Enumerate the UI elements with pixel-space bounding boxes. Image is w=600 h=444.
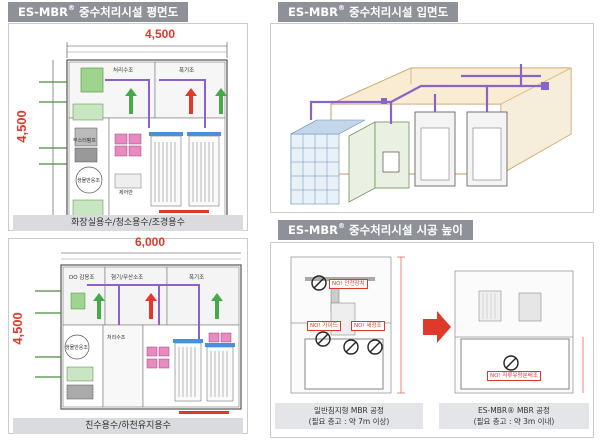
- elevation-3d-drawing: [290, 64, 572, 205]
- panel4-left-caption: 일반침지형 MBR 공정 (필요 층고 : 약 7m 이상): [275, 403, 423, 429]
- room-label-treated-tank: 처리수조: [113, 66, 133, 74]
- room-label-control: 제어반: [119, 189, 133, 196]
- panel3-dim-height: 4,500: [9, 312, 25, 345]
- panel3-drawing: DO 감응조 혐기/무산소조 폭기조 처리수조 생물반응조 6,000 4,50…: [8, 235, 248, 434]
- label-no-cleaning: NO! 세정조: [351, 321, 385, 331]
- room-label-denitrify: 혐기/무산소조: [111, 273, 143, 281]
- panel4-drawing: NO! 안전장치 NO! 가이드 NO! 세정조 NO! 저류유량분배조 일반침…: [270, 242, 594, 438]
- floor-plan-1: 처리수조 폭기조 부스터펌프 생물반응조 제어반: [39, 42, 228, 223]
- panel1-caption: 화장실용수/청소용수/조경용수: [13, 215, 243, 231]
- panel1-dim-width: 4,500: [145, 27, 176, 41]
- panel3-caption: 친수용수/하천유지용수: [13, 418, 243, 434]
- label-no-crane: NO! 안전장치: [329, 279, 368, 289]
- panel1-title-brand: ES-MBR: [18, 5, 68, 19]
- right-caption-line2: (필요 층고 : 약 3m 이내): [473, 417, 555, 426]
- room-label-bio-tank: 생물반응조: [77, 177, 100, 184]
- panel2-drawing: [270, 23, 594, 213]
- panel4-title-reg: ®: [337, 222, 345, 230]
- panel2-title: ES-MBR® 중수처리시설 입면도: [278, 2, 459, 22]
- left-caption-line2: (필요 층고 : 약 7m 이상): [308, 417, 390, 426]
- panel1-dim-height: 4,500: [13, 110, 29, 143]
- room-label-aeration: 폭기조: [189, 273, 204, 281]
- panel4-title: ES-MBR® 중수처리시설 시공 높이: [278, 220, 473, 240]
- left-caption-line1: 일반침지형 MBR 공정: [314, 406, 384, 415]
- panel1-drawing: 처리수조 폭기조 부스터펌프 생물반응조 제어반 4,500 4,500 화장실…: [8, 23, 248, 231]
- panel2-title-text: 중수처리시설 입면도: [344, 5, 449, 19]
- panel2-title-reg: ®: [337, 4, 345, 12]
- room-label-bio: 생물반응조: [65, 344, 88, 351]
- room-label-aeration-tank: 폭기조: [179, 66, 194, 74]
- panel1-title-reg: ®: [67, 4, 75, 12]
- room-label-do-tank: DO 감응조: [69, 274, 95, 281]
- panel4-right-caption: ES-MBR® MBR 공정 (필요 층고 : 약 3m 이내): [439, 403, 589, 429]
- panel4-title-text: 중수처리시설 시공 높이: [344, 223, 463, 237]
- panel4-title-brand: ES-MBR: [288, 223, 338, 237]
- label-no-guide: NO! 가이드: [307, 321, 341, 331]
- panel1-title: ES-MBR® 중수처리시설 평면도: [8, 2, 189, 22]
- label-no-flow: NO! 저류유량분배조: [487, 371, 541, 381]
- room-label-pump: 부스터펌프: [73, 137, 96, 144]
- panel1-title-text: 중수처리시설 평면도: [74, 5, 179, 19]
- panel3-dim-width: 6,000: [135, 235, 166, 249]
- panel2-title-brand: ES-MBR: [288, 5, 338, 19]
- floor-plan-2: DO 감응조 혐기/무산소조 폭기조 처리수조 생물반응조: [35, 252, 242, 414]
- room-label-treated: 처리수조: [107, 334, 126, 341]
- right-caption-line1: ES-MBR® MBR 공정: [478, 406, 550, 415]
